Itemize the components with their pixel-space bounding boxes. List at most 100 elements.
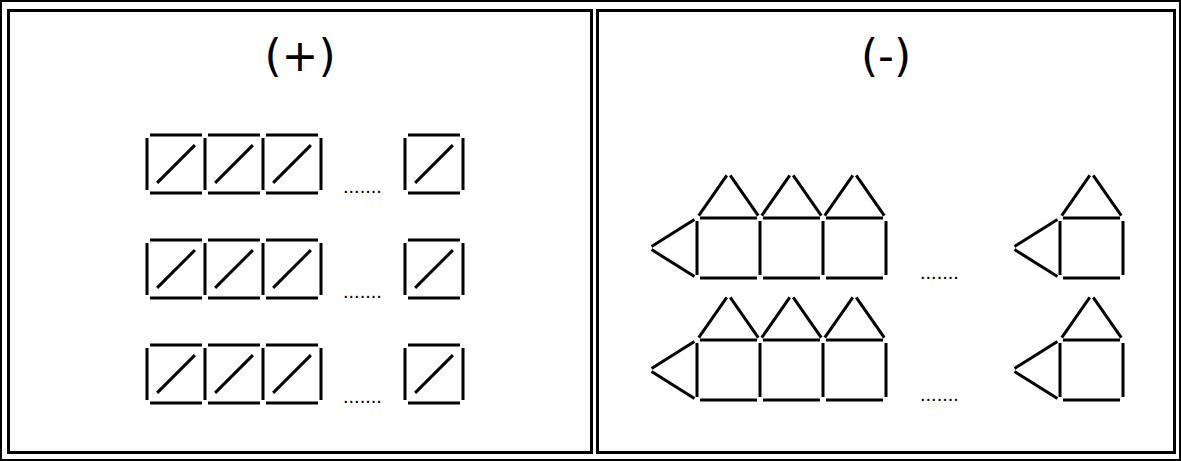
matchstick — [885, 221, 888, 275]
matchstick — [1063, 277, 1120, 280]
matchstick — [1093, 175, 1121, 215]
matchstick — [652, 342, 695, 369]
matchstick — [266, 402, 318, 405]
matchstick — [1059, 221, 1062, 275]
panel-box: (-) — [596, 9, 1176, 454]
matchstick — [1062, 297, 1090, 337]
panel-heading: (-) — [599, 12, 1173, 80]
matchstick — [1063, 217, 1120, 220]
matchstick — [273, 355, 311, 393]
matchstick — [320, 138, 323, 190]
matchstick — [157, 250, 195, 288]
matchstick — [262, 138, 265, 190]
matchstick — [759, 221, 762, 275]
matchstick — [404, 348, 407, 400]
matchstick — [320, 348, 323, 400]
matchstick — [266, 192, 318, 195]
matchstick — [415, 145, 453, 183]
matchstick — [699, 175, 727, 215]
matchstick — [415, 250, 453, 288]
matchstick — [215, 355, 253, 393]
matchstick — [763, 217, 820, 220]
ellipsis-dots: ....... — [343, 281, 382, 301]
matchstick — [1093, 297, 1121, 337]
matchstick — [762, 175, 790, 215]
matchstick — [825, 175, 853, 215]
matchstick — [826, 217, 883, 220]
matchstick — [157, 145, 195, 183]
matchstick — [146, 243, 149, 295]
matchstick — [408, 344, 460, 347]
matchstick — [146, 348, 149, 400]
matchstick — [150, 134, 202, 137]
matchstick — [1122, 221, 1125, 275]
matchstick — [826, 399, 883, 402]
matchstick — [320, 243, 323, 295]
matchstick — [208, 134, 260, 137]
matchstick — [1059, 343, 1062, 397]
matchstick — [215, 145, 253, 183]
matchstick — [150, 297, 202, 300]
matchstick — [157, 355, 195, 393]
matchstick — [652, 220, 695, 247]
matchstick — [462, 138, 465, 190]
panel-box: (+) — [7, 9, 593, 454]
matchstick — [266, 297, 318, 300]
matchstick — [826, 277, 883, 280]
matchstick — [408, 134, 460, 137]
matchstick — [700, 339, 757, 342]
matchstick — [415, 355, 453, 393]
matchstick — [1063, 339, 1120, 342]
matchstick — [763, 339, 820, 342]
matchstick — [404, 243, 407, 295]
matchstick — [262, 348, 265, 400]
matchstick — [699, 297, 727, 337]
matchstick — [652, 372, 695, 399]
matchstick — [204, 138, 207, 190]
matchstick — [856, 297, 884, 337]
matchstick — [208, 192, 260, 195]
matchstick — [763, 277, 820, 280]
matchstick — [208, 239, 260, 242]
matchstick — [793, 297, 821, 337]
matchstick — [1062, 175, 1090, 215]
matchstick — [1122, 343, 1125, 397]
matchstick — [700, 399, 757, 402]
matchstick — [273, 250, 311, 288]
matchstick — [408, 297, 460, 300]
matchstick — [822, 221, 825, 275]
matchstick — [273, 145, 311, 183]
matchstick — [208, 344, 260, 347]
matchstick — [700, 277, 757, 280]
matchstick — [696, 221, 699, 275]
matchstick — [1015, 372, 1058, 399]
matchstick — [266, 344, 318, 347]
matchstick — [730, 297, 758, 337]
matchstick — [262, 243, 265, 295]
matchstick — [204, 348, 207, 400]
matchstick — [759, 343, 762, 397]
matchstick — [885, 343, 888, 397]
ellipsis-dots: ....... — [920, 384, 959, 404]
matchstick — [822, 343, 825, 397]
matchstick — [208, 402, 260, 405]
matchstick — [404, 138, 407, 190]
matchstick — [462, 243, 465, 295]
matchstick — [146, 138, 149, 190]
matchstick — [208, 297, 260, 300]
matchstick — [408, 239, 460, 242]
matchstick — [696, 343, 699, 397]
matchstick — [408, 402, 460, 405]
matchstick — [1015, 220, 1058, 247]
matchstick — [763, 399, 820, 402]
matchstick — [1015, 250, 1058, 277]
matchstick — [150, 344, 202, 347]
matchstick — [266, 239, 318, 242]
matchstick — [150, 239, 202, 242]
matchstick — [215, 250, 253, 288]
matchstick — [730, 175, 758, 215]
matchstick — [1063, 399, 1120, 402]
matchstick — [150, 192, 202, 195]
matchstick — [462, 348, 465, 400]
